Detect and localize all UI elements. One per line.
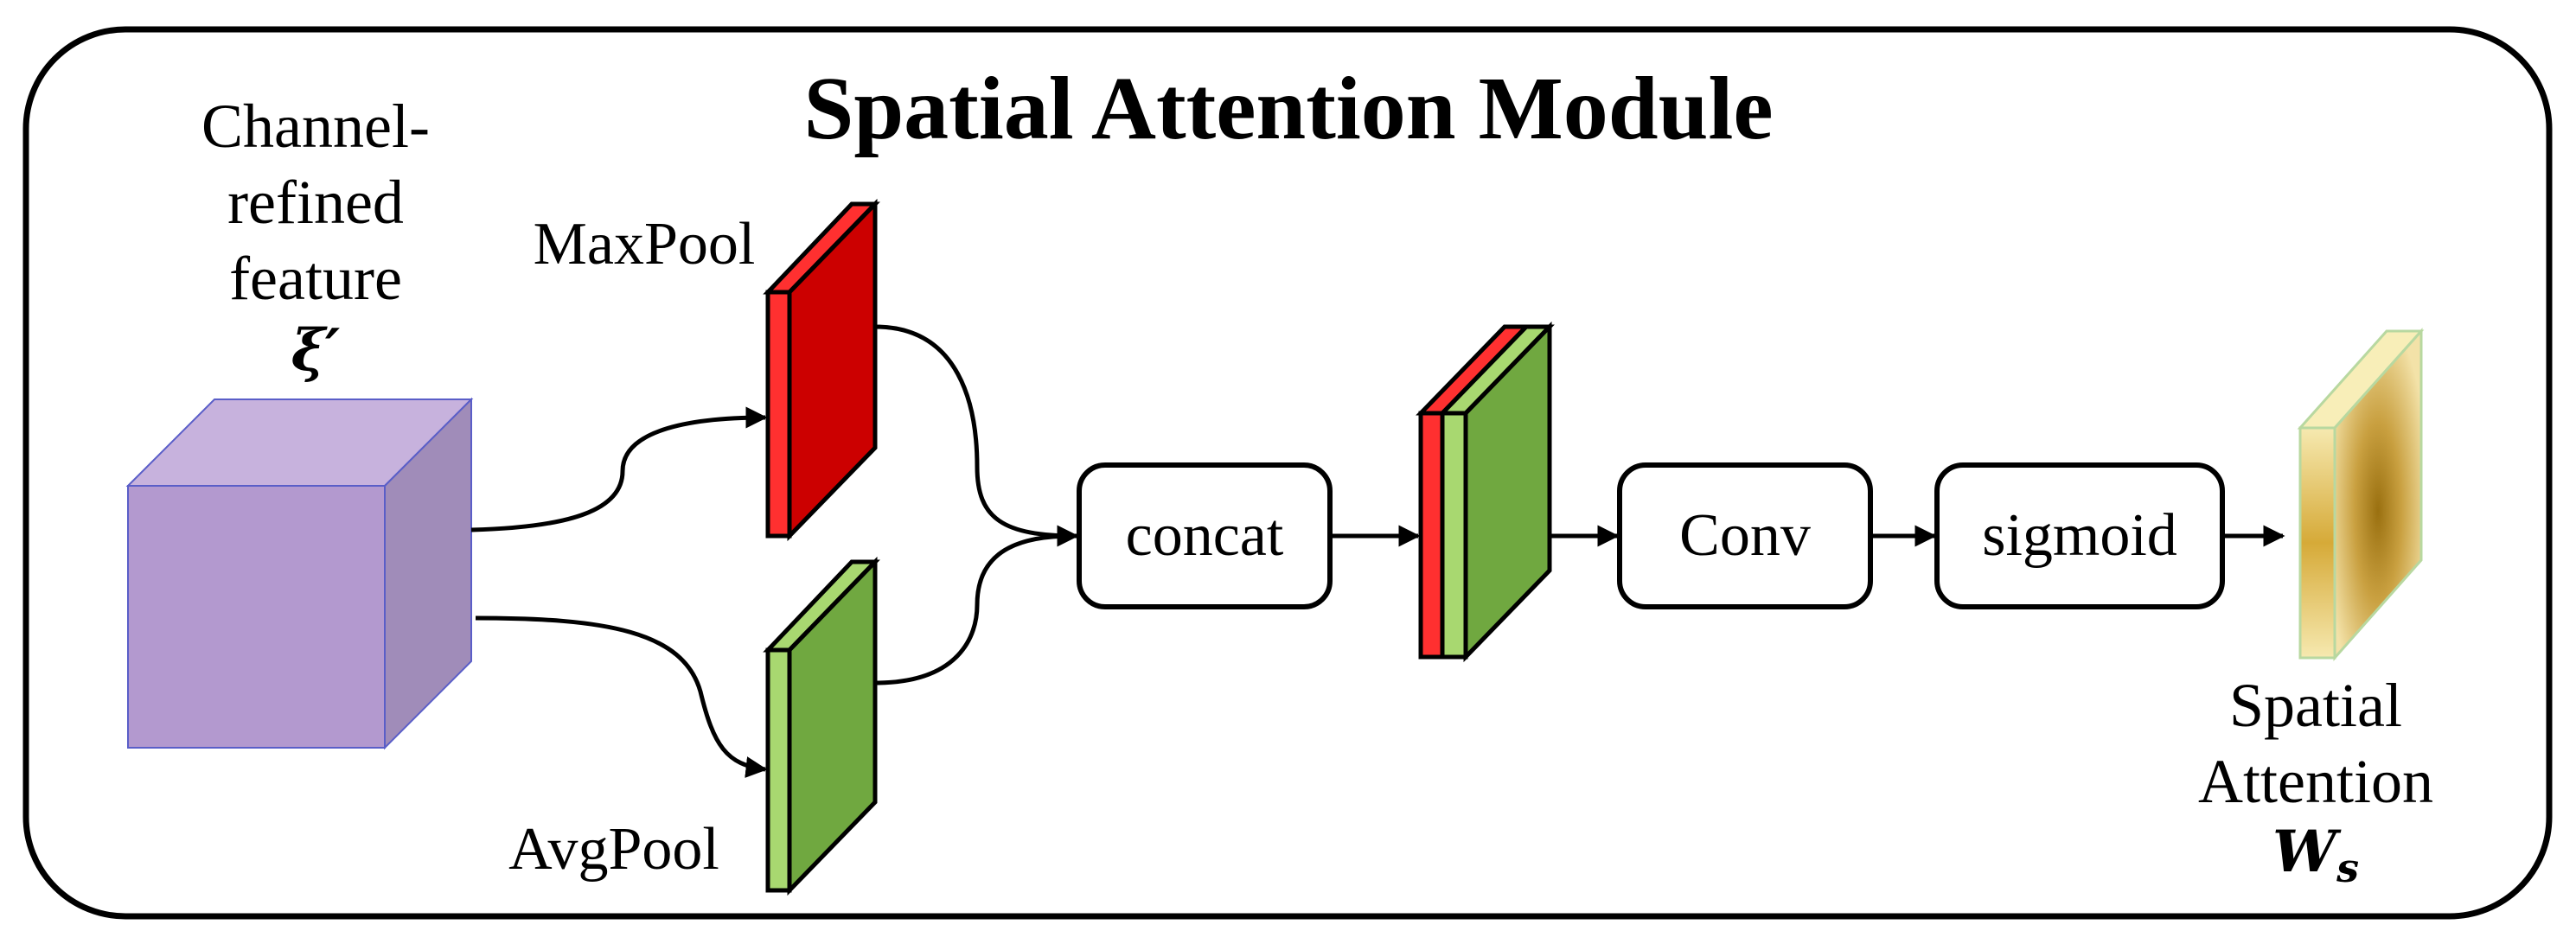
conv-label: Conv xyxy=(1679,502,1811,569)
output-label-line2: Attention xyxy=(2198,747,2433,816)
concat-feature-stack xyxy=(1416,321,1555,663)
avgpool-edge xyxy=(765,647,792,893)
output-symbol-main: W xyxy=(2272,818,2342,885)
output-label-line1: Spatial xyxy=(2229,671,2402,740)
concat-label: concat xyxy=(1126,502,1284,569)
arrow-avgpool-to-concat xyxy=(874,533,1073,685)
stack-edge-green xyxy=(1440,411,1468,660)
output-symbol-sub: s xyxy=(2336,845,2359,891)
cube-front-face xyxy=(127,485,386,749)
input-label-line3: feature xyxy=(229,244,402,313)
arrow-cube-to-avgpool xyxy=(475,615,768,778)
maxpool-edge xyxy=(765,290,792,539)
input-label-line2: refined xyxy=(227,168,404,237)
maxpool-face xyxy=(787,198,878,542)
maxpool-label: MaxPool xyxy=(534,211,756,277)
avgpool-label: AvgPool xyxy=(508,816,719,883)
spatial-attention-map xyxy=(2297,328,2425,661)
stack-edge-red xyxy=(1418,411,1445,660)
arrow-cube-to-maxpool xyxy=(470,406,768,532)
sigmoid-box: sigmoid xyxy=(1934,462,2225,609)
avgpool-face xyxy=(787,556,878,896)
conv-box: Conv xyxy=(1617,462,1873,609)
arrow-maxpool-to-concat xyxy=(874,324,1079,547)
attention-edge xyxy=(2298,426,2336,660)
maxpool-slab xyxy=(763,198,880,542)
input-label-line1: Channel- xyxy=(201,92,430,161)
avgpool-slab xyxy=(763,556,880,896)
sigmoid-label: sigmoid xyxy=(1982,502,2177,569)
module-title: Spatial Attention Module xyxy=(804,59,1774,158)
input-label: Channel- refined feature ξ′ xyxy=(201,92,430,384)
output-symbol: Ws xyxy=(2272,818,2359,891)
concat-box: concat xyxy=(1077,462,1333,609)
attention-face xyxy=(2333,328,2423,661)
stack-face-green xyxy=(1463,321,1552,663)
output-label: Spatial Attention Ws xyxy=(2198,671,2433,891)
input-feature-cube xyxy=(125,397,474,750)
input-symbol: ξ′ xyxy=(291,316,341,384)
